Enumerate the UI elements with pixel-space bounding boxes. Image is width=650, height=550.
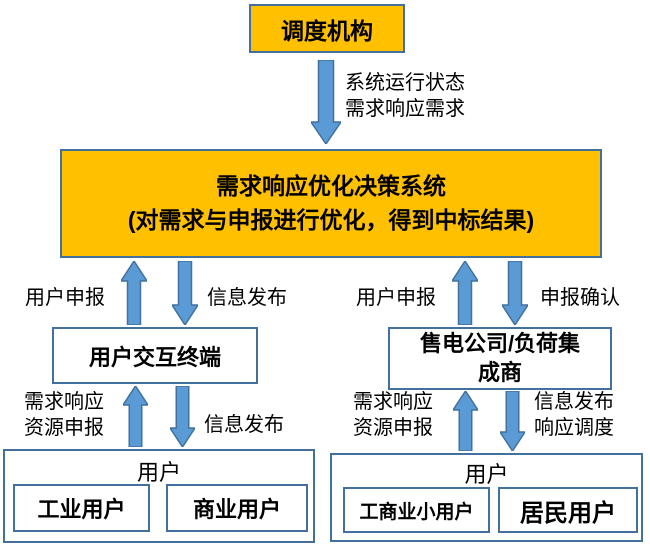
up-arrow-icon <box>121 261 147 325</box>
dr-resource-left-label: 需求响应 资源申报 <box>24 391 104 439</box>
small-business-user-label: 工商业小用户 <box>359 501 474 523</box>
users-left-title: 用户 <box>136 460 181 485</box>
user-terminal-box: 用户交互终端 <box>52 327 258 384</box>
resident-user-label: 居民用户 <box>520 499 616 527</box>
users-right-title: 用户 <box>464 462 509 487</box>
system-status-label: 系统运行状态 需求响应需求 <box>345 72 465 120</box>
user-declare-left-label: 用户申报 <box>25 287 105 309</box>
retailer-aggregator-box: 售电公司/负荷集成商 <box>388 327 612 390</box>
industrial-user-box: 工业用户 <box>13 484 150 532</box>
drs-box: 需求响应优化决策系统 (对需求与申报进行优化，得到中标结果) <box>60 149 602 258</box>
drs-title-line1: 需求响应优化决策系统 <box>216 173 446 200</box>
small-business-user-box: 工商业小用户 <box>343 487 490 533</box>
commercial-user-box: 商业用户 <box>166 484 308 532</box>
industrial-user-label: 工业用户 <box>37 497 126 522</box>
resident-user-box: 居民用户 <box>498 487 638 533</box>
info-publish-lower-left-label: 信息发布 <box>204 414 284 436</box>
declare-confirm-label: 申报确认 <box>540 287 620 309</box>
user-declare-right-label: 用户申报 <box>356 287 436 309</box>
retailer-aggregator-label: 售电公司/负荷集成商 <box>419 330 581 385</box>
up-arrow-icon <box>453 391 478 451</box>
dr-resource-right-label: 需求响应 资源申报 <box>353 391 433 439</box>
up-arrow-icon <box>452 261 478 325</box>
down-arrow-icon <box>500 391 525 451</box>
down-arrow-icon <box>502 261 528 325</box>
info-publish-left-label: 信息发布 <box>207 287 287 309</box>
down-arrow-icon <box>170 386 195 447</box>
user-terminal-label: 用户交互终端 <box>88 344 221 370</box>
dispatch-agency-box: 调度机构 <box>249 4 405 53</box>
drs-title-line2: (对需求与申报进行优化，得到中标结果) <box>127 206 535 233</box>
info-publish-dispatch-label: 信息发布 响应调度 <box>534 391 614 439</box>
up-arrow-icon <box>123 386 148 447</box>
down-arrow-icon <box>311 60 341 144</box>
down-arrow-icon <box>172 261 198 325</box>
dispatch-agency-label: 调度机构 <box>281 17 373 44</box>
commercial-user-label: 商业用户 <box>192 497 281 522</box>
